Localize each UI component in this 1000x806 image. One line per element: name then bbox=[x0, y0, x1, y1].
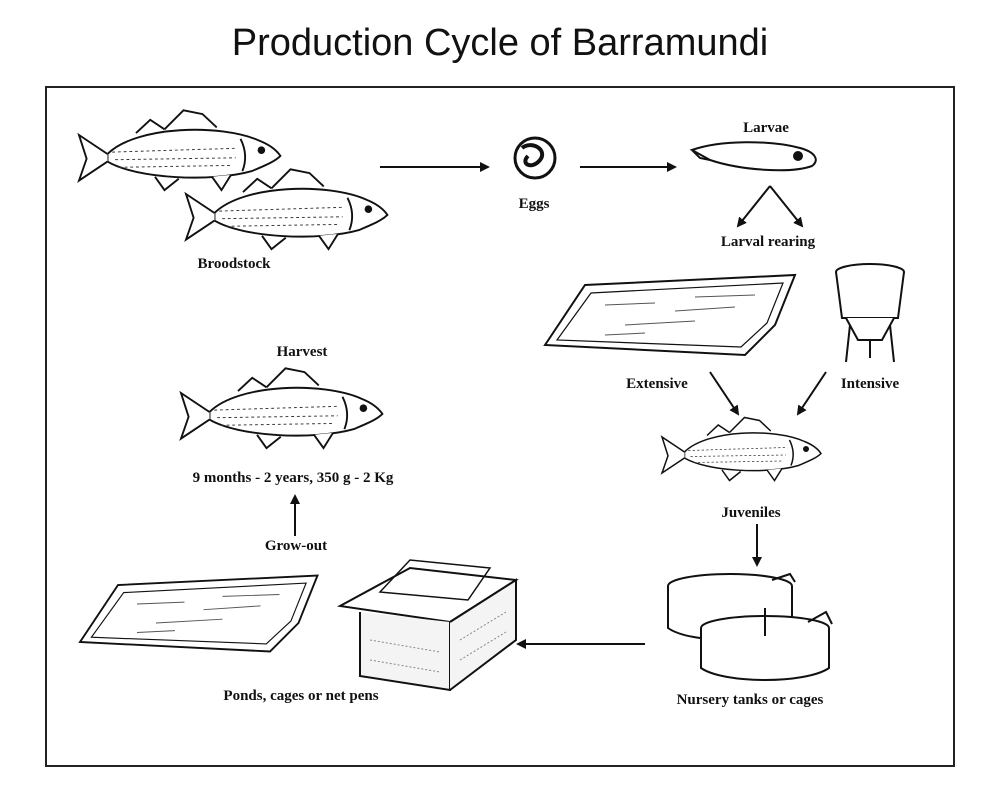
eggs-illustration bbox=[513, 136, 557, 180]
larva-illustration bbox=[689, 141, 817, 172]
nursery-tanks-illustration bbox=[667, 572, 833, 681]
label-larvae: Larvae bbox=[743, 120, 789, 136]
label-extensive: Extensive bbox=[626, 376, 688, 392]
label-juveniles: Juveniles bbox=[721, 505, 781, 521]
label-eggs: Eggs bbox=[518, 196, 550, 212]
extensive-pond-illustration bbox=[544, 274, 796, 356]
diagram-title: Production Cycle of Barramundi bbox=[231, 22, 769, 64]
intensive-tank-illustration bbox=[835, 263, 905, 363]
label-grow-out: Grow-out bbox=[264, 538, 328, 554]
net-cage-illustration bbox=[336, 559, 519, 692]
arrow-larval-rearing-left bbox=[736, 185, 771, 228]
broodstock-fish-illustration bbox=[78, 109, 389, 251]
label-intensive: Intensive bbox=[840, 376, 900, 392]
label-harvest: Harvest bbox=[276, 344, 328, 360]
harvest-fish-illustration bbox=[180, 367, 384, 450]
label-larval-rearing: Larval rearing bbox=[720, 234, 816, 250]
label-broodstock: Broodstock bbox=[197, 256, 271, 272]
arrow-larval-rearing-right bbox=[769, 185, 804, 228]
label-nursery: Nursery tanks or cages bbox=[676, 692, 824, 708]
juvenile-fish-illustration bbox=[661, 416, 822, 482]
grow-out-pond-illustration bbox=[79, 574, 319, 653]
arrow-intensive-to-juveniles bbox=[796, 371, 827, 416]
arrow-extensive-to-juveniles bbox=[709, 371, 740, 416]
label-harvest-detail: 9 months - 2 years, 350 g - 2 Kg bbox=[192, 470, 394, 486]
diagram-frame bbox=[45, 86, 955, 767]
label-ponds: Ponds, cages or net pens bbox=[223, 688, 379, 704]
